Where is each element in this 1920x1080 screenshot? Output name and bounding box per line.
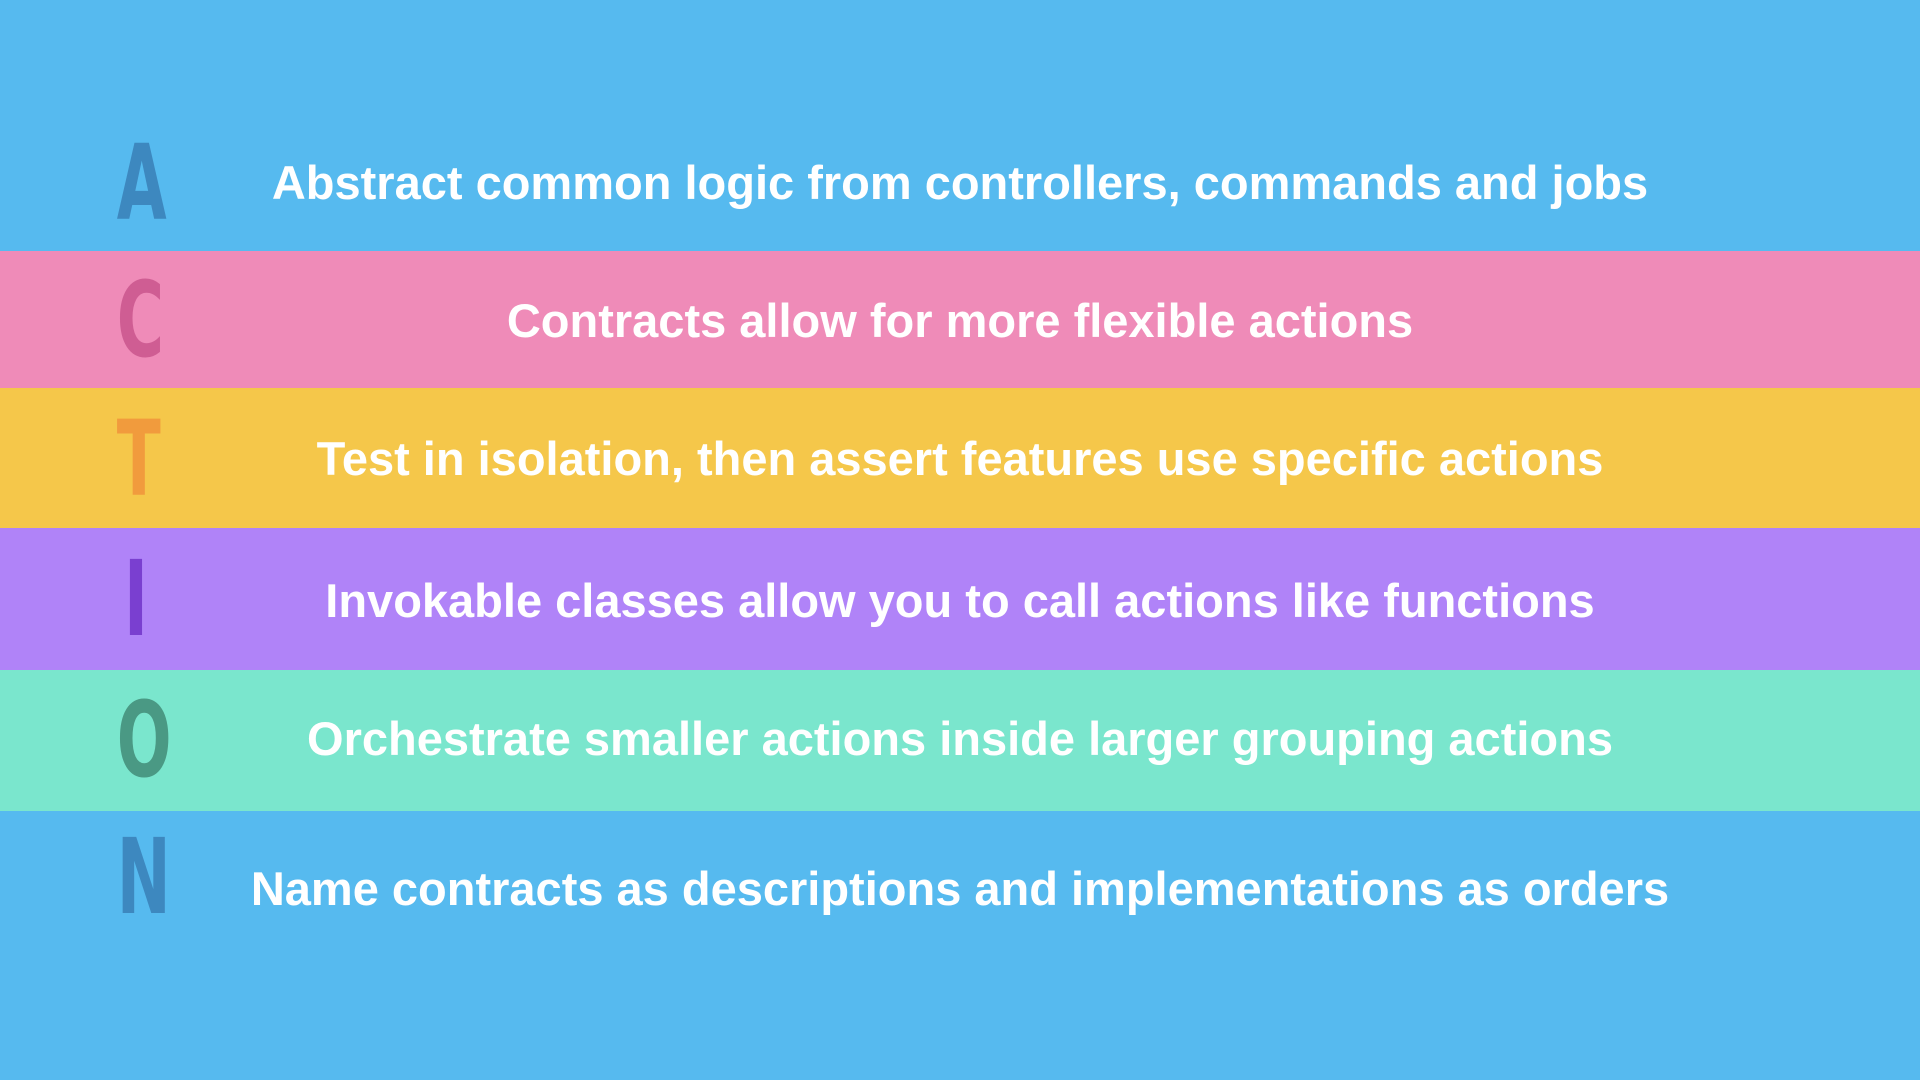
letter-t: T [116,398,161,520]
row-n-text: Name contracts as descriptions and imple… [250,862,1670,915]
row-c: C Contracts allow for more flexible acti… [0,251,1920,388]
row-n: N Name contracts as descriptions and imp… [0,811,1920,961]
row-t-text: Test in isolation, then assert features … [316,432,1604,485]
row-i: I Invokable classes allow you to call ac… [0,528,1920,670]
letter-i: I [123,538,148,660]
row-c-text: Contracts allow for more flexible action… [506,294,1414,347]
row-o: O Orchestrate smaller actions inside lar… [0,670,1920,811]
row-a-text: Abstract common logic from controllers, … [271,156,1649,209]
row-o-text: Orchestrate smaller actions inside large… [307,712,1613,765]
row-a: A Abstract common logic from controllers… [0,115,1920,251]
row-t: T Test in isolation, then assert feature… [0,388,1920,528]
row-i-text: Invokable classes allow you to call acti… [325,574,1595,627]
